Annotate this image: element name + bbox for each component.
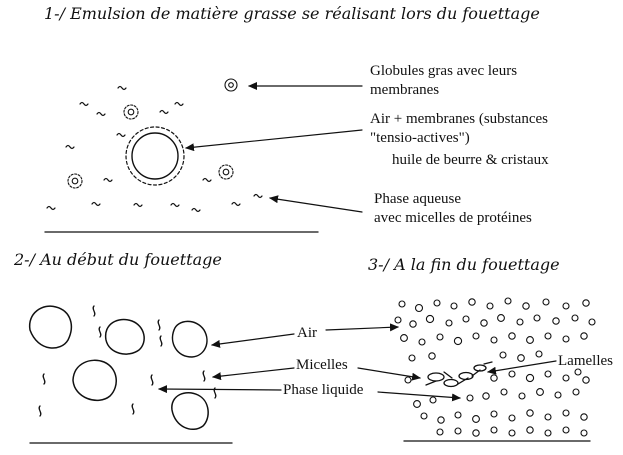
lamelles-cluster [425, 361, 493, 388]
section2-title: 2-/ Au début du fouettage [14, 250, 222, 269]
label-phase-line2: avec micelles de protéines [374, 210, 532, 226]
label-globules-line1: Globules gras avec leurs [370, 63, 518, 79]
label-air-line2: "tensio-actives") [370, 130, 470, 146]
label-lamelles: Lamelles [558, 353, 613, 369]
micelles-section1 [46, 85, 263, 213]
label-globules-line2: membranes [370, 82, 440, 98]
air-bubbles-section2 [28, 305, 209, 431]
arrow-micelles-left [212, 367, 295, 381]
arrow-micelles-right [357, 367, 421, 381]
label-air-line3: huile de beurre & cristaux [392, 152, 549, 168]
label-air-line1: Air + membranes (substances [370, 111, 548, 127]
foam-bubbles-section3 [394, 297, 596, 437]
label-air: Air [297, 325, 317, 341]
arrow-phase-right [377, 391, 461, 402]
arrow-phase-left [158, 385, 282, 394]
label-micelles: Micelles [296, 357, 348, 373]
arrow-air-right [325, 323, 399, 332]
label-phase-liquide: Phase liquide [283, 382, 364, 398]
arrow-air-left [211, 333, 295, 348]
section1-title: 1-/ Emulsion de matière grasse se réalis… [44, 4, 540, 23]
micelles-section2 [38, 305, 217, 417]
label-phase-line1: Phase aqueuse [374, 191, 462, 207]
fat-globules [67, 78, 238, 189]
arrow-lamelles [487, 360, 557, 375]
arrow-air-membranes [185, 129, 363, 152]
membrane-dashed [125, 126, 185, 186]
air-bubble-large [131, 132, 179, 180]
arrow-phase-aqueuse [269, 195, 363, 213]
section3-title: 3-/ A la fin du fouettage [368, 255, 560, 274]
